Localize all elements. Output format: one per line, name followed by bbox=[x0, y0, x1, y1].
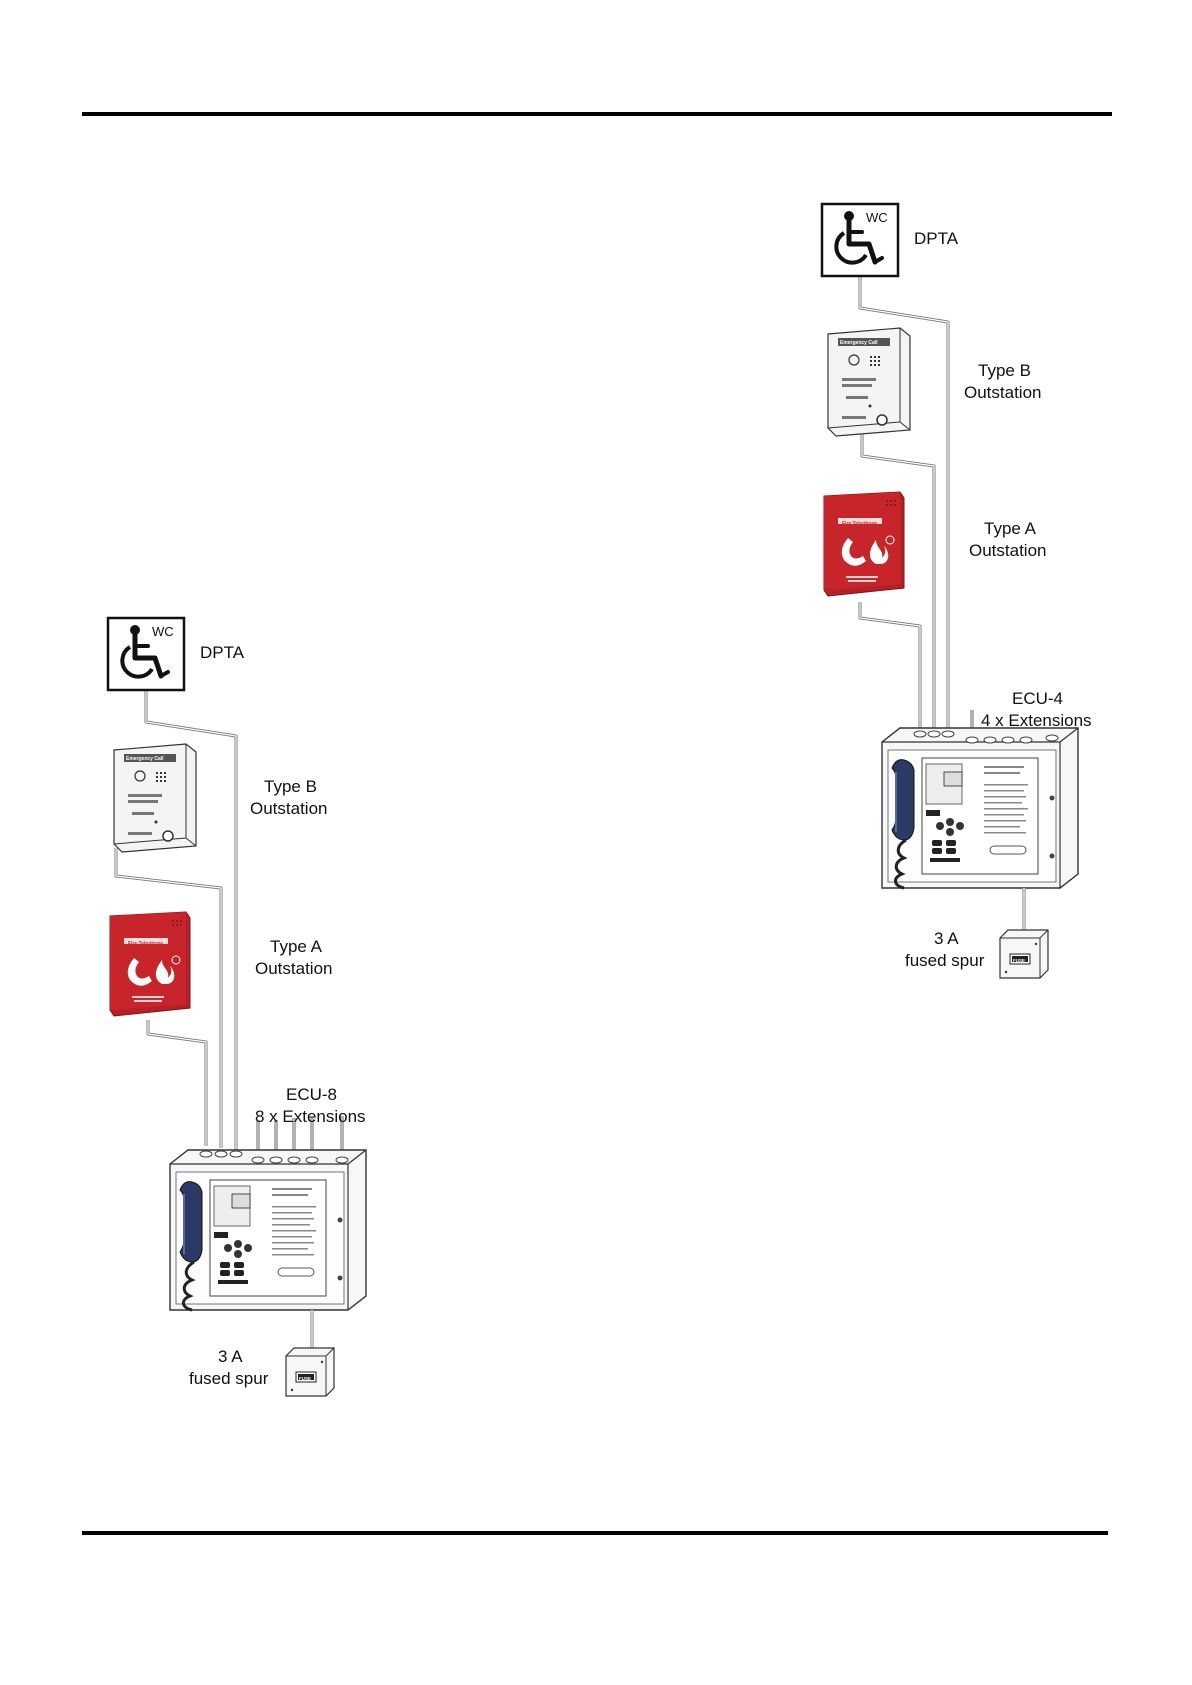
spur-label-line2-left: fused spur bbox=[189, 1369, 269, 1388]
ecu-label-line1-right: ECU-4 bbox=[1012, 689, 1063, 708]
type-b-label-line2-right: Outstation bbox=[964, 383, 1042, 402]
type-b-panel-title-right: Emergency Call bbox=[840, 340, 878, 346]
type-b-label-line2-left: Outstation bbox=[250, 799, 328, 818]
wheelchair-icon: WC bbox=[152, 624, 174, 639]
type-a-label-line1-right: Type A bbox=[984, 519, 1037, 538]
ecu-label-line1-left: ECU-8 bbox=[286, 1085, 337, 1104]
fused-spur-box-left bbox=[286, 1348, 334, 1396]
dpta-label-left: DPTA bbox=[200, 643, 245, 662]
wheelchair-icon: WC bbox=[866, 210, 888, 225]
right-system: WC DPTA Emergency Call Type B Outstation… bbox=[822, 204, 1092, 978]
ecu-4-cabinet bbox=[882, 728, 1078, 888]
type-a-panel-title-right: Fire Telephone bbox=[842, 521, 877, 527]
fused-spur-box-right bbox=[1000, 930, 1048, 978]
fuse-icon: FUSE bbox=[299, 1376, 311, 1381]
left-system: WC DPTA Emergency Call Type B Outstation… bbox=[108, 618, 366, 1396]
ecu-8-cabinet bbox=[170, 1150, 366, 1310]
type-a-panel-title-left: Fire Telephone bbox=[128, 941, 163, 947]
type-a-outstation-right bbox=[824, 492, 904, 596]
spur-label-line2-right: fused spur bbox=[905, 951, 985, 970]
fuse-icon: FUSE bbox=[1013, 958, 1025, 963]
type-b-label-line1-right: Type B bbox=[978, 361, 1031, 380]
type-a-label-line2-left: Outstation bbox=[255, 959, 333, 978]
type-b-panel-title-left: Emergency Call bbox=[126, 756, 164, 762]
ecu-label-line2-left: 8 x Extensions bbox=[255, 1107, 366, 1126]
type-b-label-line1-left: Type B bbox=[264, 777, 317, 796]
type-a-label-line1-left: Type A bbox=[270, 937, 323, 956]
dpta-label-right: DPTA bbox=[914, 229, 959, 248]
spur-label-line1-left: 3 A bbox=[218, 1347, 243, 1366]
type-a-label-line2-right: Outstation bbox=[969, 541, 1047, 560]
spur-label-line1-right: 3 A bbox=[934, 929, 959, 948]
type-a-outstation-left bbox=[110, 912, 190, 1016]
ecu-label-line2-right: 4 x Extensions bbox=[981, 711, 1092, 730]
